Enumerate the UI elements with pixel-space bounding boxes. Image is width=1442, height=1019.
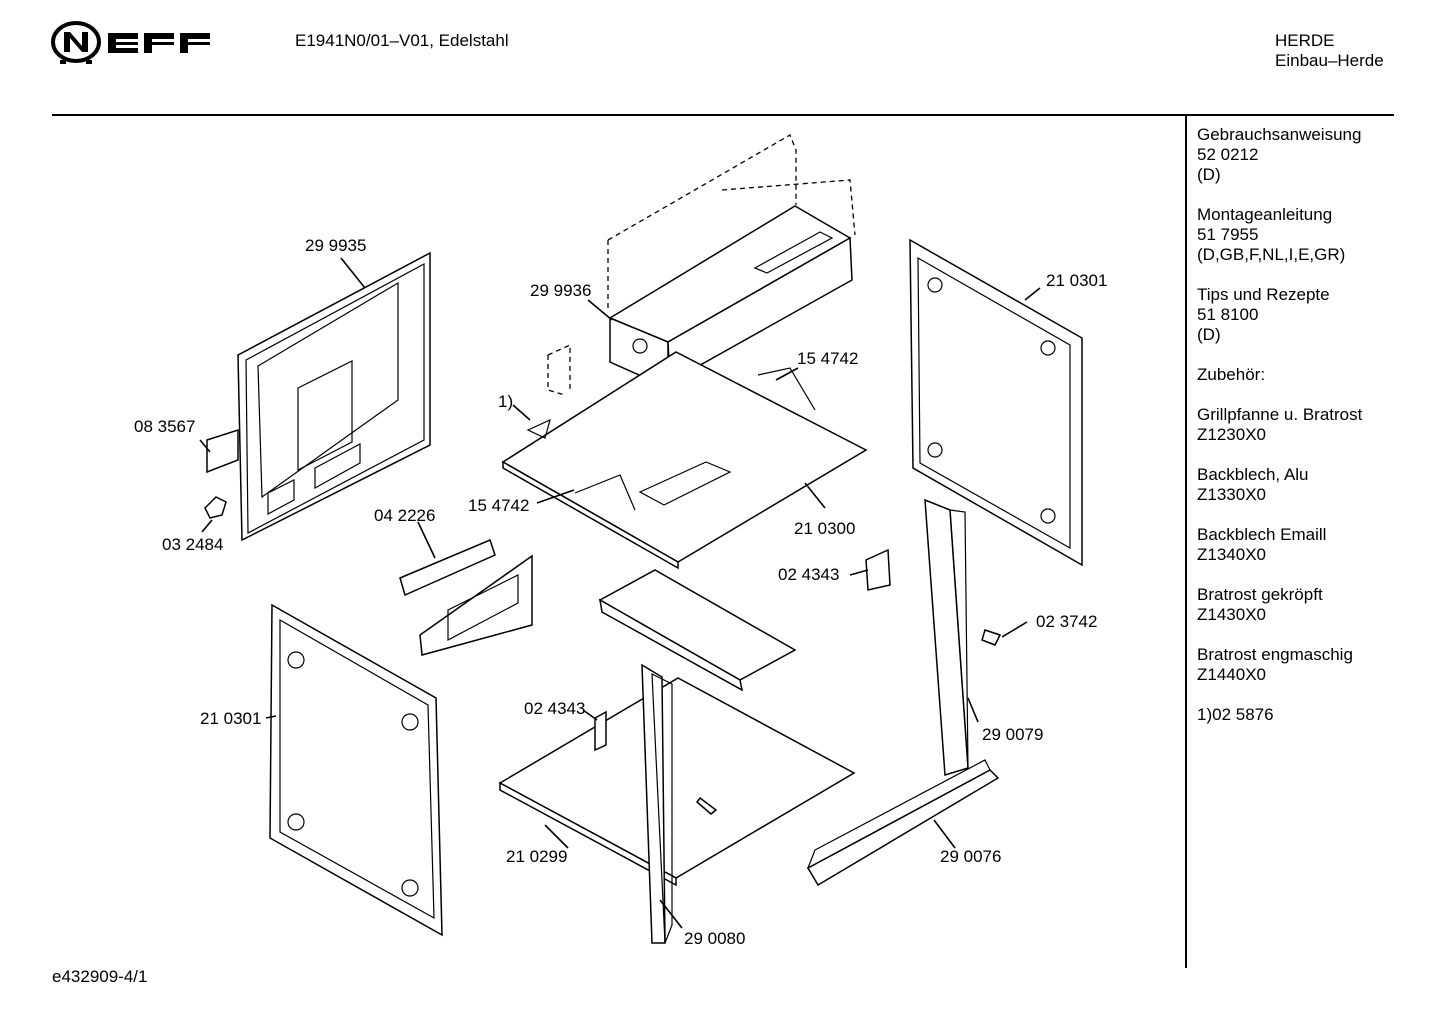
sidebar-block: Grillpfanne u. Bratrost Z1230X0: [1197, 405, 1432, 445]
part-label-154742-top: 15 4742: [797, 349, 858, 368]
sidebar-line: Z1440X0: [1197, 665, 1266, 684]
part-label-042226: 04 2226: [374, 506, 435, 525]
sidebar-line: Backblech Emaill: [1197, 525, 1327, 544]
sidebar-line: Bratrost engmaschig: [1197, 645, 1353, 664]
sidebar-line: Grillpfanne u. Bratrost: [1197, 405, 1363, 424]
sidebar-block: Backblech, Alu Z1330X0: [1197, 465, 1432, 505]
category: HERDE Einbau–Herde: [1275, 31, 1384, 71]
sidebar-block: 1)02 5876: [1197, 705, 1432, 725]
sidebar-line: (D): [1197, 325, 1221, 344]
part-label-154742-bottom: 15 4742: [468, 496, 529, 515]
header-divider: [52, 114, 1394, 116]
top-frame-drawing: [547, 134, 856, 396]
sidebar-block: Zubehör:: [1197, 365, 1432, 385]
part-label-290076: 29 0076: [940, 847, 1001, 866]
sidebar-block: Gebrauchsanweisung 52 0212 (D): [1197, 125, 1432, 185]
bottom-rail-drawing: [806, 759, 1000, 887]
category-title: HERDE: [1275, 31, 1335, 50]
sidebar-block: Montageanleitung 51 7955 (D,GB,F,NL,I,E,…: [1197, 205, 1432, 265]
sidebar-block: Tips und Rezepte 51 8100 (D): [1197, 285, 1432, 345]
right-side-panel-drawing: [909, 238, 1083, 567]
sidebar-line: Z1430X0: [1197, 605, 1266, 624]
part-label-024343-right: 02 4343: [778, 565, 839, 584]
part-label-299935: 29 9935: [305, 236, 366, 255]
sidebar: Gebrauchsanweisung 52 0212 (D) Montagean…: [1197, 125, 1432, 745]
sidebar-block: Bratrost gekröpft Z1430X0: [1197, 585, 1432, 625]
part-label-024343-left: 02 4343: [524, 699, 585, 718]
part-label-210301-top: 21 0301: [1046, 271, 1107, 290]
bottom-plate-drawing: [498, 677, 856, 887]
middle-plate-drawing: [501, 351, 868, 570]
sidebar-line: Tips und Rezepte: [1197, 285, 1330, 304]
inner-tray-drawing: [598, 569, 797, 692]
part-label-032484: 03 2484: [162, 535, 223, 554]
sidebar-line: Zubehör:: [1197, 365, 1266, 384]
part-label-210299: 21 0299: [506, 847, 567, 866]
part-label-299936: 29 9936: [530, 281, 591, 300]
part-label-023742: 02 3742: [1036, 612, 1097, 631]
left-side-panel-drawing: [269, 603, 443, 937]
exploded-diagram: 29 9935 29 9936 21 0301 15 4742 1) 08 35…: [134, 134, 1107, 948]
sidebar-line: Z1340X0: [1197, 545, 1266, 564]
part-label-290080: 29 0080: [684, 929, 745, 948]
front-panel-drawing: [204, 251, 431, 542]
part-labels: 29 9935 29 9936 21 0301 15 4742 1) 08 35…: [134, 236, 1107, 948]
sidebar-line: Z1330X0: [1197, 485, 1266, 504]
part-label-290079: 29 0079: [982, 725, 1043, 744]
leader-lines: [199, 257, 1041, 929]
connector-drawing: [399, 538, 533, 656]
sidebar-line: 51 8100: [1197, 305, 1259, 324]
sidebar-line: Backblech, Alu: [1197, 465, 1309, 484]
sidebar-divider: [1185, 116, 1187, 968]
sidebar-line: 51 7955: [1197, 225, 1259, 244]
sidebar-line: Bratrost gekröpft: [1197, 585, 1323, 604]
right-bracket-drawing: [865, 548, 1002, 646]
drawing-code: e432909-4/1: [52, 967, 148, 986]
part-label-1: 1): [498, 392, 513, 411]
sidebar-line: (D): [1197, 165, 1221, 184]
sidebar-line: Gebrauchsanweisung: [1197, 125, 1362, 144]
sidebar-line: 1)02 5876: [1197, 705, 1274, 724]
sidebar-line: 52 0212: [1197, 145, 1259, 164]
sidebar-line: (D,GB,F,NL,I,E,GR): [1197, 245, 1346, 264]
left-rail-drawing: [641, 663, 673, 944]
model-title: E1941N0/01–V01, Edelstahl: [295, 31, 509, 50]
sidebar-block: Bratrost engmaschig Z1440X0: [1197, 645, 1432, 685]
sidebar-line: Montageanleitung: [1197, 205, 1333, 224]
subcategory-title: Einbau–Herde: [1275, 51, 1384, 70]
neff-logo: [51, 21, 210, 64]
part-label-083567: 08 3567: [134, 417, 195, 436]
sidebar-block: Backblech Emaill Z1340X0: [1197, 525, 1432, 565]
sidebar-line: Z1230X0: [1197, 425, 1266, 444]
part-label-210301-bottom: 21 0301: [200, 709, 261, 728]
part-label-210300: 21 0300: [794, 519, 855, 538]
right-rail-drawing: [924, 498, 969, 776]
